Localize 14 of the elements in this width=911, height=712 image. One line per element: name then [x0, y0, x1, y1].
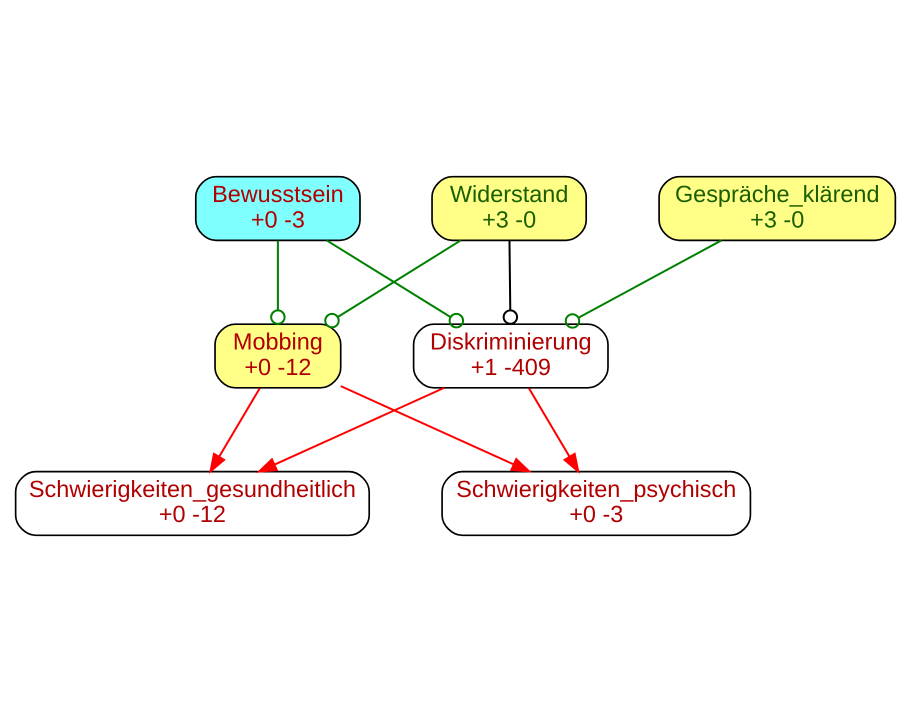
node-box: Schwierigkeiten_gesundheitlich +0 -12 — [14, 470, 370, 536]
connector — [564, 240, 722, 329]
node-box: Schwierigkeiten_psychisch +0 -3 — [441, 470, 752, 536]
connector — [502, 240, 518, 325]
node-box: Bewusstsein +0 -3 — [194, 176, 361, 242]
arrow — [256, 386, 444, 473]
node-box: Widerstand +3 -0 — [431, 176, 588, 242]
node-box: Diskriminierung +1 -409 — [412, 323, 609, 389]
node-box: Mobbing +0 -12 — [214, 323, 342, 389]
arrow — [208, 388, 261, 474]
arrow — [340, 385, 532, 473]
arrow — [528, 388, 580, 474]
connector — [270, 240, 286, 325]
node-box: Gespräche_klärend +3 -0 — [658, 176, 896, 242]
